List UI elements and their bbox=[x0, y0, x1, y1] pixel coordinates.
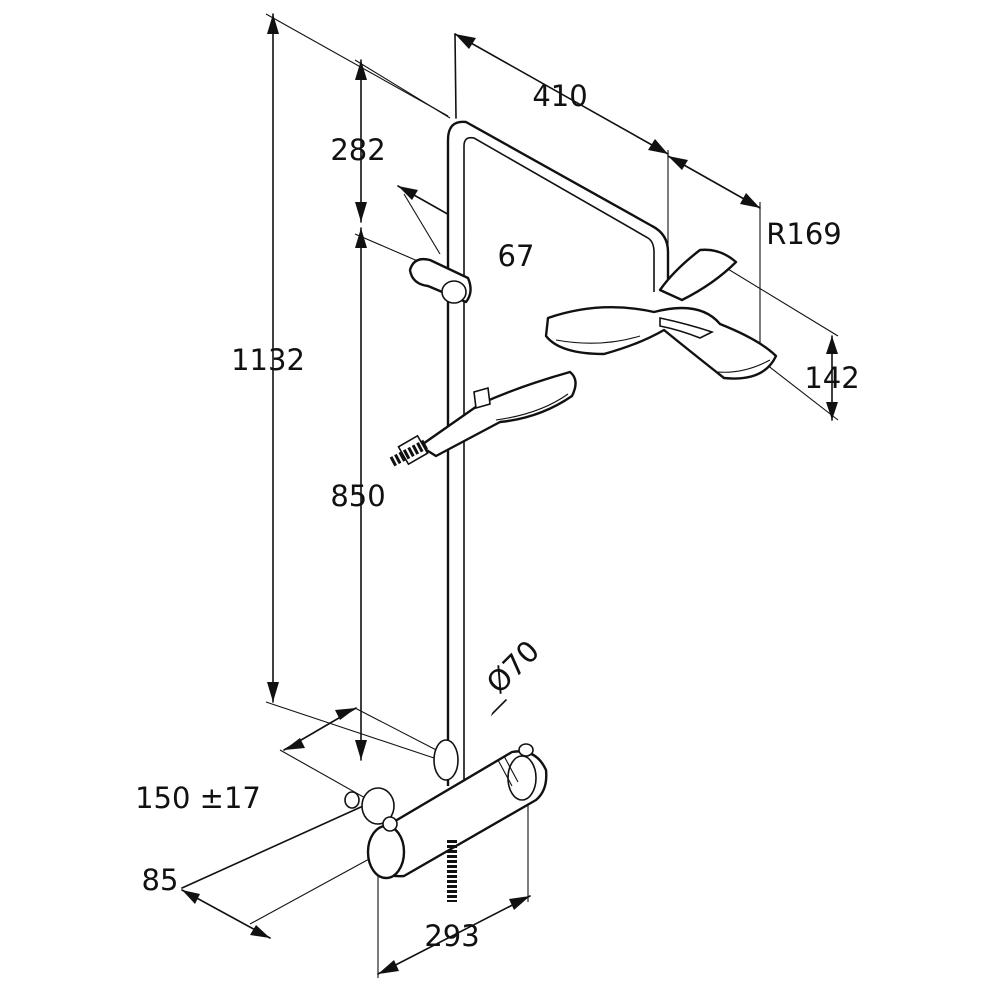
riser-rail bbox=[446, 120, 670, 786]
dim-head-drop: 282 bbox=[330, 133, 385, 167]
dim-holder-offset: 67 bbox=[498, 239, 535, 273]
dim-mixer-width: 293 bbox=[424, 919, 479, 953]
dim-handshower-rail: 850 bbox=[330, 479, 385, 513]
dimension-labels: 1132 282 67 850 410 R169 142 Ø70 150 ±17… bbox=[135, 79, 860, 953]
dim-total-height: 1132 bbox=[231, 343, 305, 377]
dim-arm-reach: 410 bbox=[532, 79, 587, 113]
dim-mixer-depth: 85 bbox=[142, 863, 179, 897]
thermostatic-mixer bbox=[344, 739, 548, 902]
dim-head-radius: R169 bbox=[766, 217, 842, 251]
rain-shower-head bbox=[544, 248, 778, 380]
dim-wall-offset: 150 ±17 bbox=[135, 781, 261, 815]
hand-shower bbox=[389, 370, 577, 467]
handshower-holder bbox=[408, 257, 472, 304]
dim-head-height: 142 bbox=[804, 361, 859, 395]
